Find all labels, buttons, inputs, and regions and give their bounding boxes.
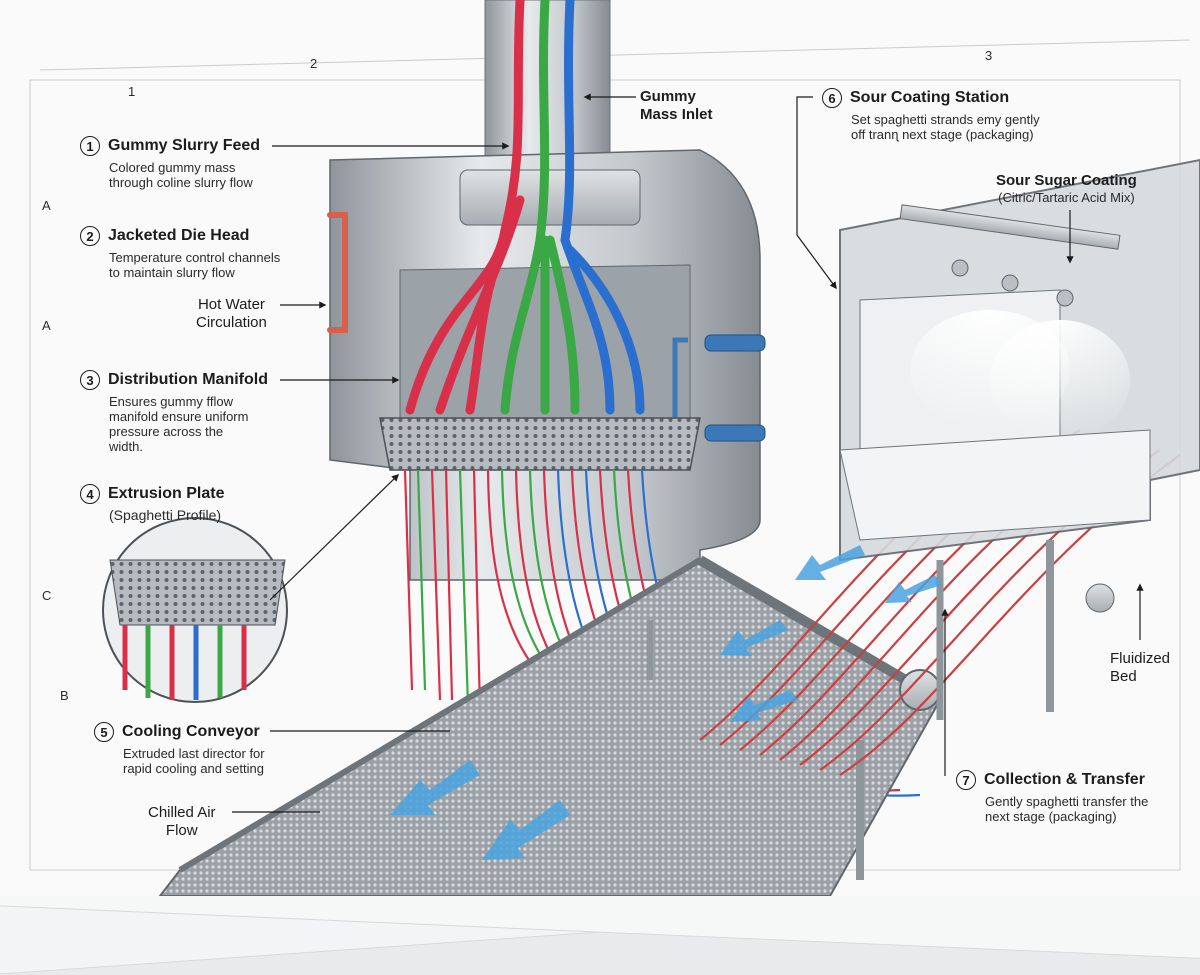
- callout-line: Mass Inlet: [640, 106, 713, 123]
- callout-line: Circulation: [196, 314, 267, 331]
- callout-line: Hot Water: [197, 296, 265, 313]
- callout-line: Chilled Air: [148, 804, 216, 821]
- grid-mark: 2: [310, 56, 318, 71]
- extrusion-plate: [379, 417, 701, 471]
- callout-title: Sour Sugar Coating: [996, 172, 1137, 189]
- step-desc-line: manifold ensure uniform: [109, 409, 249, 424]
- step-5-callout: 5 Cooling Conveyor Extruded last director…: [94, 722, 265, 776]
- grid-mark: A: [42, 198, 51, 213]
- callout-line: Gummy: [640, 88, 696, 105]
- step-number: 5: [94, 722, 114, 742]
- hot-water-pipes: [327, 212, 348, 333]
- step-number: 1: [80, 136, 100, 156]
- step-desc-line: Gently spaghetti transfer the: [985, 794, 1149, 809]
- step-3-callout: 3 Distribution Manifold Ensures gummy ffl…: [80, 370, 268, 454]
- step-title: Jacketed Die Head: [108, 227, 250, 244]
- step-desc-line: to maintain slurry flow: [109, 265, 235, 280]
- callout-subtitle: (Citric/Tartaric Acid Mix): [998, 190, 1135, 205]
- sour-coating-station: [839, 158, 1200, 720]
- step-title: Sour Coating Station: [850, 89, 1010, 106]
- step-6-callout: 6 Sour Coating Station Set spaghetti stra…: [822, 88, 1040, 142]
- step-desc-line: off tranɳ next stage (packaging): [851, 127, 1034, 142]
- step-desc-line: Extruded last director for: [123, 746, 265, 761]
- step-title: Distribution Manifold: [108, 371, 268, 388]
- grid-mark: C: [42, 588, 52, 603]
- flow-arrows: [390, 545, 942, 860]
- chilled-air-label: Chilled Air Flow: [148, 804, 216, 840]
- step-1-callout: 1 Gummy Slurry Feed Colored gummy mass th…: [80, 136, 260, 190]
- step-desc-line: width.: [109, 439, 143, 454]
- step-desc-line: rapid cooling and setting: [123, 761, 264, 776]
- grid-mark: 3: [985, 48, 993, 63]
- gummy-mass-inlet-label: Gummy Mass Inlet: [640, 88, 713, 124]
- step-desc-line: Ensures gummy fflow: [109, 394, 234, 409]
- step-4-callout: 4 Extrusion Plate (Spaghetti Profile): [80, 484, 224, 523]
- step-title: Extrusion Plate: [108, 485, 225, 502]
- step-7-callout: 7 Collection & Transfer Gently spaghetti …: [956, 770, 1148, 824]
- machine-illustration: [29, 0, 1200, 896]
- step-desc-line: next stage (packaging): [985, 809, 1117, 824]
- leader-lines: [232, 93, 1144, 813]
- step-number: 6: [822, 88, 842, 108]
- step-title: Gummy Slurry Feed: [108, 137, 261, 154]
- callout-line: Flow: [165, 822, 198, 839]
- sour-sugar-coating-label: Sour Sugar Coating (Citric/Tartaric Acid…: [996, 172, 1137, 205]
- step-desc-line: pressure across the: [109, 424, 224, 439]
- extrusion-plate-inset: [102, 517, 288, 703]
- hot-water-label: Hot Water Circulation: [196, 296, 267, 332]
- step-number: 3: [80, 370, 100, 390]
- grid-mark: 1: [128, 84, 136, 99]
- step-2-callout: 2 Jacketed Die Head Temperature control c…: [80, 226, 280, 280]
- step-desc-line: through coline slurry flow: [109, 175, 253, 190]
- grid-mark: A: [42, 318, 51, 333]
- step-number: 4: [80, 484, 100, 504]
- step-desc-line: Set spaghetti strands emy gently: [851, 112, 1040, 127]
- callout-line: Bed: [1110, 668, 1137, 685]
- step-desc-line: (Spaghetti Profile): [109, 507, 222, 523]
- fluidized-bed-label: Fluidized Bed: [1110, 650, 1170, 686]
- grid-mark: B: [60, 688, 69, 703]
- step-desc-line: Colored gummy mass: [109, 160, 236, 175]
- callout-line: Fluidized: [1110, 650, 1171, 667]
- step-desc-line: Temperature control channels: [109, 250, 281, 265]
- step-number: 7: [956, 770, 976, 790]
- slurry-streams: [405, 0, 645, 415]
- step-title: Cooling Conveyor: [122, 723, 260, 740]
- step-number: 2: [80, 226, 100, 246]
- step-title: Collection & Transfer: [984, 771, 1145, 788]
